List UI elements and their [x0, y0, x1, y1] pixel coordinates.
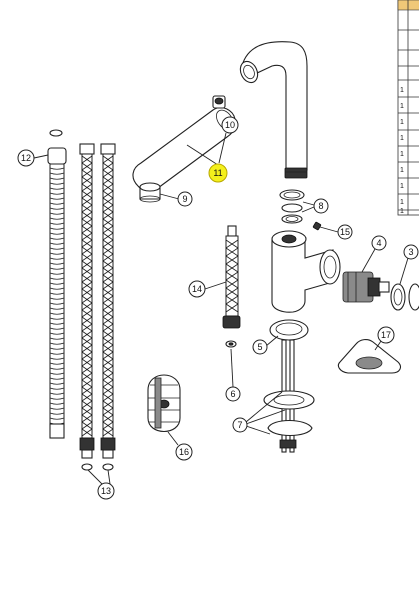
callout-11[interactable]: 11: [208, 163, 228, 183]
table-row-cell: 1: [400, 87, 404, 94]
o-ring-set-part[interactable]: [279, 189, 305, 224]
callout-number: 14: [192, 284, 202, 294]
nipple-part[interactable]: [212, 95, 226, 109]
table-row-cell: 1: [400, 151, 404, 158]
tap-body-part[interactable]: [271, 230, 341, 313]
callout-17[interactable]: 17: [377, 326, 395, 344]
flange-ring-part[interactable]: [269, 319, 309, 341]
callout-number: 10: [225, 120, 235, 130]
table-row-cell: 1: [400, 103, 404, 110]
callout-4[interactable]: 4: [371, 235, 387, 251]
barrel-fitting-part[interactable]: [147, 374, 181, 432]
callout-5[interactable]: 5: [252, 339, 268, 355]
braided-hose-left: [79, 143, 95, 459]
callout-16[interactable]: 16: [175, 443, 193, 461]
callout-14[interactable]: 14: [188, 280, 206, 298]
table-row-cell: 1: [400, 119, 404, 126]
cartridge-part[interactable]: [342, 271, 390, 303]
braided-hose-right: [100, 143, 116, 459]
callout-number: 8: [318, 201, 323, 211]
callout-8[interactable]: 8: [313, 198, 329, 214]
callout-12[interactable]: 12: [17, 149, 35, 167]
base-plate-part[interactable]: [337, 339, 401, 374]
callout-7[interactable]: 7: [232, 417, 248, 433]
table-row-cell: 1: [400, 183, 404, 190]
table-row-cell: 1: [400, 208, 404, 215]
table-row-cell: 1: [400, 167, 404, 174]
long-flex-hose-part[interactable]: [47, 129, 67, 439]
washer-part[interactable]: [225, 340, 237, 348]
callout-number: 9: [182, 194, 187, 204]
table-row-cell: 1: [400, 135, 404, 142]
callout-3[interactable]: 3: [403, 244, 419, 260]
callout-number: 13: [101, 486, 111, 496]
callout-number: 5: [257, 342, 262, 352]
mounting-kit-part[interactable]: [263, 339, 315, 453]
table-row-cell: 1: [400, 199, 404, 206]
short-hose-part[interactable]: [222, 225, 241, 329]
callout-13[interactable]: 13: [97, 482, 115, 500]
callout-number: 3: [408, 247, 413, 257]
parts-table: 1 1 1 1 1 1 1 1 1: [397, 0, 419, 216]
braided-hose-pair-part[interactable]: [79, 143, 116, 471]
callout-number: 11: [213, 168, 222, 178]
callout-number: 12: [21, 153, 31, 163]
callout-9[interactable]: 9: [177, 191, 193, 207]
retaining-ring-part[interactable]: [390, 283, 419, 311]
callout-6[interactable]: 6: [225, 386, 241, 402]
callout-10[interactable]: 10: [221, 116, 239, 134]
callout-number: 4: [376, 238, 381, 248]
callout-number: 17: [381, 330, 391, 340]
leader-lines: [33, 132, 409, 485]
set-screw-part[interactable]: [312, 221, 322, 231]
callout-number: 7: [237, 420, 242, 430]
callout-number: 16: [179, 447, 189, 457]
callout-number: 6: [230, 389, 235, 399]
spout-part[interactable]: [237, 41, 308, 179]
callout-15[interactable]: 15: [337, 224, 353, 240]
aerator-part[interactable]: [139, 182, 161, 203]
hose-corrugation: [49, 167, 65, 425]
callout-number: 15: [340, 227, 350, 237]
